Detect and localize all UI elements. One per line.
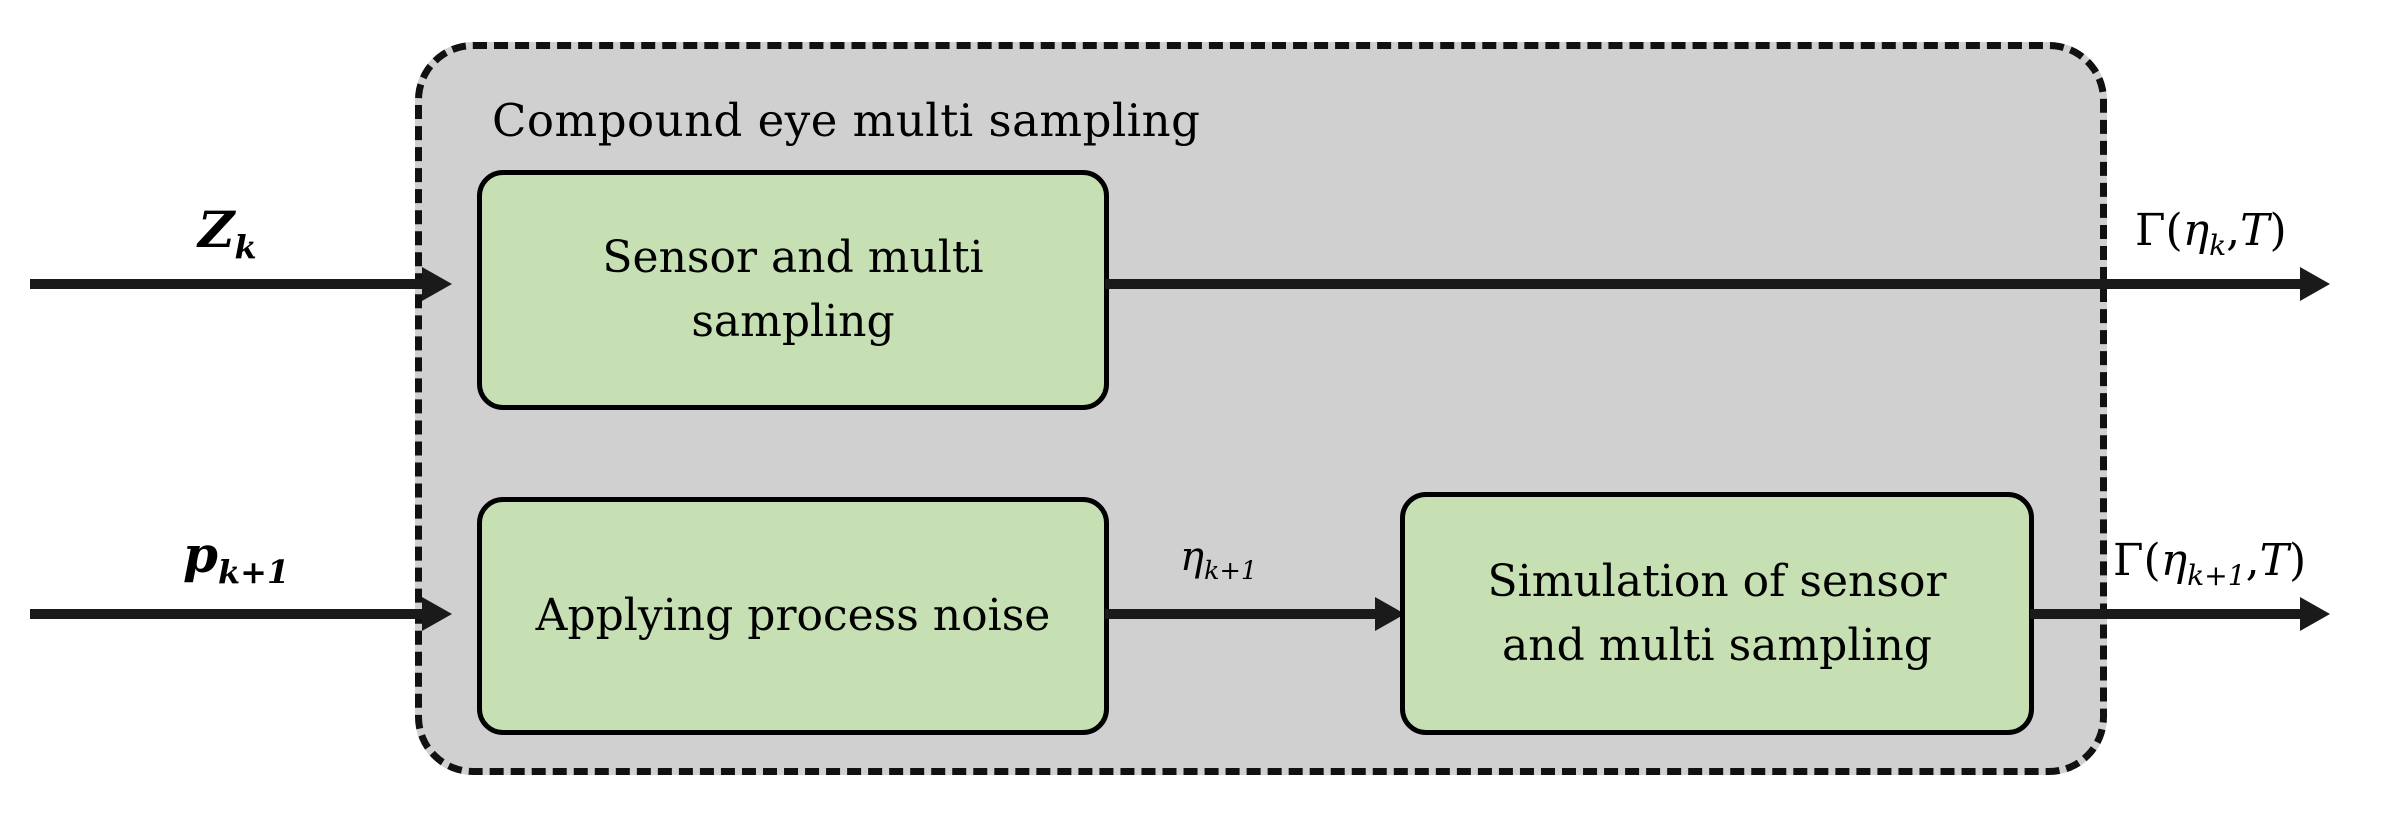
arrow-output-top-line bbox=[1105, 279, 2310, 289]
process-box-applying-process-noise: Applying process noise bbox=[477, 497, 1109, 735]
process-box-sim-line2: and multi sampling bbox=[1502, 619, 1932, 671]
arrow-input-top-line bbox=[30, 279, 430, 289]
arrow-input-bottom-line bbox=[30, 609, 430, 619]
process-box-sensor-line1: Sensor and multi bbox=[602, 232, 984, 284]
label-output-bottom: Γ(ηk+1,T) bbox=[2113, 535, 2307, 592]
group-title-label: Compound eye multi sampling bbox=[492, 94, 1201, 147]
arrow-middle-line bbox=[1105, 609, 1385, 619]
arrow-input-top-head bbox=[422, 267, 452, 301]
label-input-bottom: pk+1 bbox=[183, 525, 290, 591]
process-box-simulation: Simulation of sensor and multi sampling bbox=[1400, 492, 2034, 735]
arrow-input-bottom-head bbox=[422, 597, 452, 631]
process-box-sensor: Sensor and multi sampling bbox=[477, 170, 1109, 410]
label-input-top: Zk bbox=[198, 200, 257, 266]
process-box-noise-line1: Applying process noise bbox=[535, 590, 1051, 642]
label-middle-eta: ηk+1 bbox=[1180, 534, 1258, 586]
arrow-output-top-head bbox=[2300, 267, 2330, 301]
arrow-output-bottom-head bbox=[2300, 597, 2330, 631]
arrow-output-bottom-line bbox=[2030, 609, 2312, 619]
process-box-sensor-line2: sampling bbox=[691, 296, 895, 347]
process-box-sim-line1: Simulation of sensor bbox=[1487, 555, 1947, 607]
label-output-top: Γ(ηk,T) bbox=[2135, 205, 2287, 262]
